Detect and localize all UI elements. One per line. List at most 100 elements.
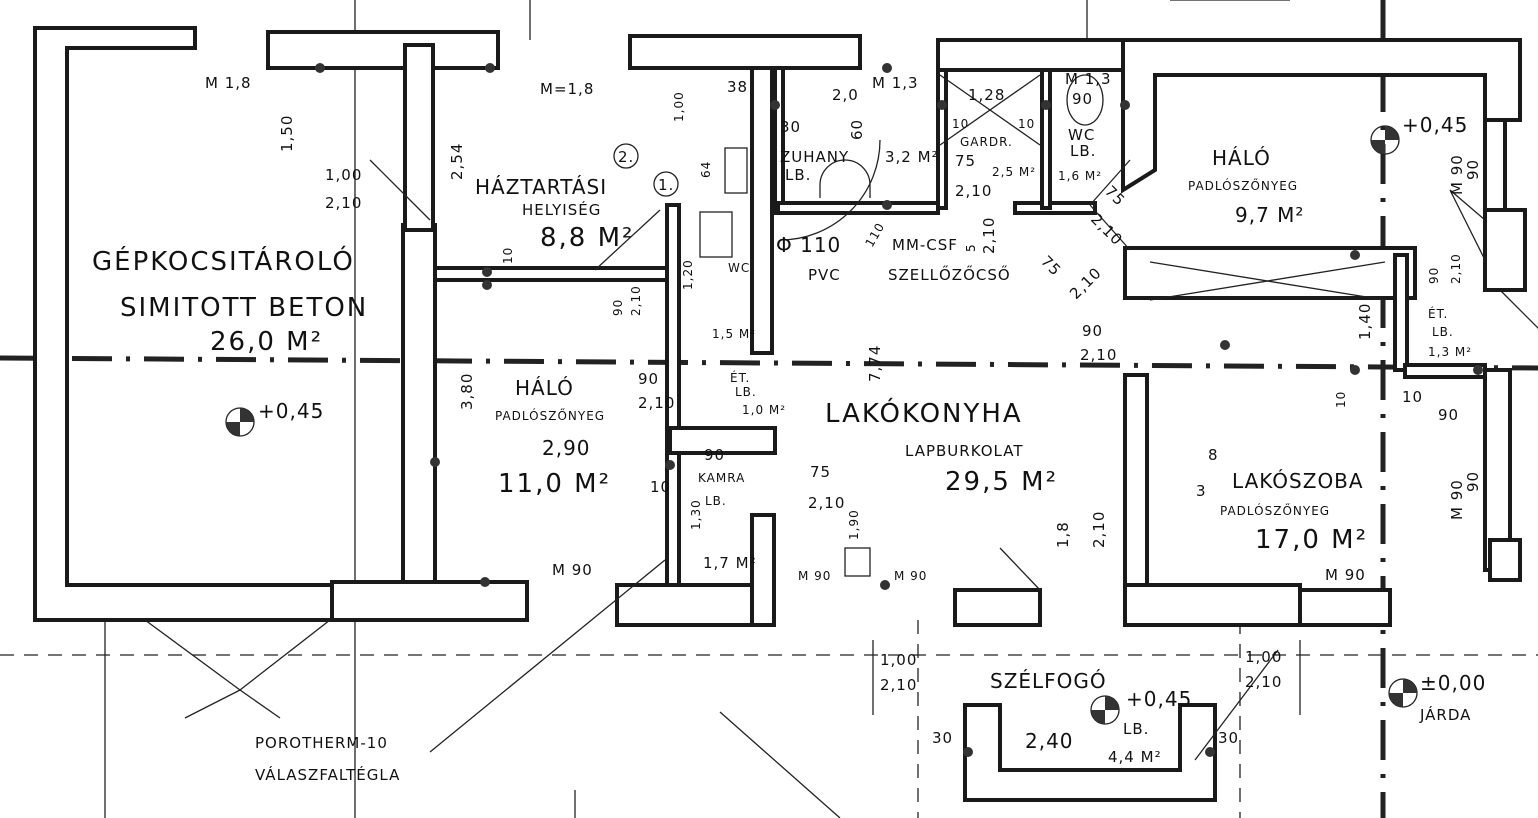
dim: 60 [848, 119, 866, 140]
dim: 5 [964, 243, 978, 252]
junction-dots [315, 63, 1483, 757]
dim: M 90 [798, 569, 831, 583]
room-area-garage: 26,0 M² [210, 327, 323, 357]
room-area-pantry: 1,7 M² [703, 554, 757, 572]
dim: 8 [1208, 446, 1219, 464]
dim: M 90 [1448, 479, 1466, 520]
room-labels: GÉPKOCSITÁROLÓ SIMITOTT BETON 26,0 M² HÁ… [92, 126, 1471, 766]
dim: 75 [1037, 252, 1065, 280]
level-marker-ground [1388, 678, 1418, 708]
room-name-closet1: ÉT. [730, 370, 750, 385]
room-name-utility: HÁZTARTÁSI [475, 175, 607, 199]
dim: 110 [862, 220, 887, 249]
dim: 2,10 [1245, 673, 1282, 691]
dim: M 1,8 [205, 74, 252, 92]
dim: 75 [955, 152, 976, 170]
level-marker-porch [1090, 695, 1120, 725]
dim: 38 [727, 78, 748, 96]
dim: 2,10 [880, 676, 917, 694]
dim: 2,10 [1066, 264, 1105, 303]
marker-2-label: 2. [618, 148, 634, 166]
room-floor-living-room: PADLÓSZŐNYEG [1220, 503, 1330, 518]
dim: 1,28 [968, 86, 1005, 104]
dim: 2,90 [542, 436, 591, 460]
partition-material-label: VÁLASZFALTÉGLA [255, 765, 400, 784]
dim: M=1,8 [540, 80, 594, 98]
dim: 2,10 [1449, 253, 1463, 284]
dim: 90 [704, 446, 725, 464]
room-name-garage: GÉPKOCSITÁROLÓ [92, 245, 355, 277]
room-area-porch: 4,4 M² [1108, 748, 1162, 766]
vent-label: SZELLŐZŐCSŐ [888, 264, 1011, 284]
stove-icon [724, 147, 748, 194]
room-area-bedroom1: 11,0 M² [498, 469, 611, 499]
pvc-label: PVC [808, 266, 841, 284]
dim: 2,10 [325, 194, 362, 212]
room-name-bedroom2: HÁLÓ [1212, 146, 1271, 170]
dim: M 1,3 [1065, 70, 1112, 88]
vent-type-label: MM-CSF [892, 236, 958, 254]
level-garage: +0,45 [258, 399, 324, 423]
room-floor-pantry: LB. [705, 494, 727, 508]
dim: 64 [699, 161, 713, 178]
dim: 2,10 [955, 182, 992, 200]
level-bedroom: +0,45 [1402, 113, 1468, 137]
room-area-shower: 3,2 M² [885, 148, 939, 166]
room-floor-wc1: LB. [1070, 142, 1096, 160]
room-area-living-kitchen: 29,5 M² [945, 467, 1058, 497]
annotations: Φ 110 PVC MM-CSF SZELLŐZŐCSŐ POROTHERM-1… [255, 113, 1485, 784]
dim: 2,54 [448, 143, 466, 180]
dim: 1,50 [278, 115, 296, 152]
marker-1-label: 1. [658, 176, 674, 194]
dim: 2,10 [980, 217, 998, 254]
room-name-living-kitchen: LAKÓKONYHA [825, 397, 1023, 429]
walkway-label: JÁRDA [1419, 705, 1471, 724]
room-name-bedroom1: HÁLÓ [515, 376, 574, 400]
level-porch: +0,45 [1126, 687, 1192, 711]
toilet-icon [699, 211, 733, 258]
dim: 30 [1218, 729, 1239, 747]
dim: 2,10 [629, 285, 643, 316]
room-name-closet2: ÉT. [1428, 306, 1448, 321]
dim: 10 [501, 247, 515, 264]
dim: M 90 [894, 569, 927, 583]
dim: 10 [952, 117, 969, 131]
dim: 10 [1402, 388, 1423, 406]
dim: 90 [1464, 159, 1482, 180]
dim: 30 [932, 729, 953, 747]
room-name-shower: ZUHANY [780, 148, 849, 166]
room-name-wc2: WC [728, 261, 750, 275]
marker-circle-2 [613, 143, 639, 169]
dim: M 90 [552, 561, 593, 579]
level-marker-bedroom [1370, 125, 1400, 155]
room-area-bedroom2: 9,7 M² [1235, 203, 1304, 227]
room-area-utility: 8,8 M² [540, 223, 634, 253]
dim: M 90 [1448, 154, 1466, 195]
room-floor-bedroom2: PADLÓSZŐNYEG [1188, 178, 1298, 193]
dim: 90 [638, 370, 659, 388]
dim: 3,80 [458, 373, 476, 410]
room-name-porch: SZÉLFOGÓ [990, 669, 1107, 693]
room-name-pantry: KAMRA [698, 471, 745, 485]
fixtures [144, 74, 1486, 761]
room-floor-living-kitchen: LAPBURKOLAT [905, 442, 1023, 460]
room-area-wc2: 1,5 M² [712, 327, 756, 341]
dim: 1,00 [880, 651, 917, 669]
dim: 2,10 [1080, 346, 1117, 364]
room-floor-garage: SIMITOTT BETON [120, 293, 368, 323]
dim: 1,00 [325, 166, 362, 184]
dim: 1,8 [1054, 521, 1072, 548]
pipe-label: Φ 110 [776, 233, 841, 257]
dim: 75 [810, 463, 831, 481]
dim: 90 [611, 299, 625, 316]
room-width-porch: 2,40 [1025, 729, 1074, 753]
dim: 2,10 [638, 394, 675, 412]
dim: 90 [1438, 406, 1459, 424]
dim: 30 [780, 118, 801, 136]
dim: 1,00 [672, 91, 686, 122]
room-area-wc1: 1,6 M² [1058, 169, 1102, 183]
dim: 2,0 [832, 86, 859, 104]
dim: 1,90 [847, 509, 861, 540]
